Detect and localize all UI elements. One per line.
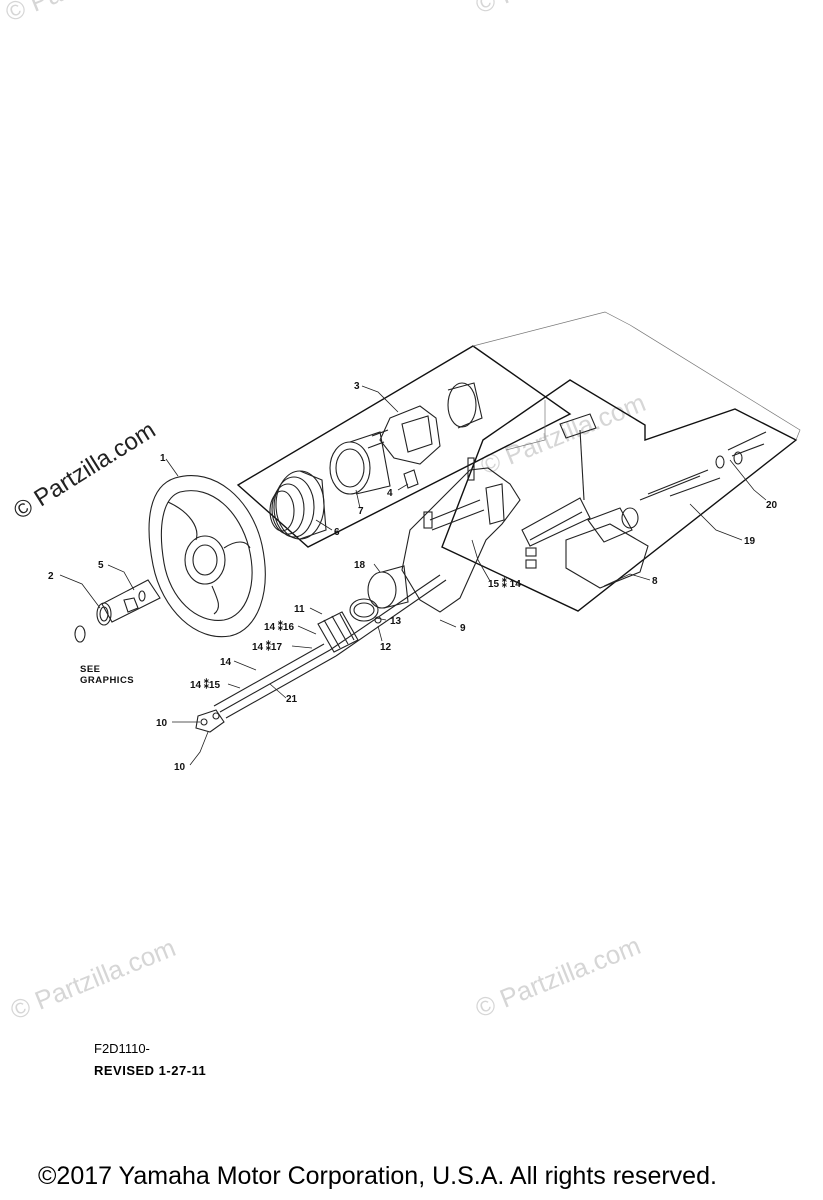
- revision-date: REVISED 1-27-11: [94, 1063, 207, 1078]
- callout-10-upper: 10: [156, 718, 168, 729]
- leader-lines: [59, 385, 767, 766]
- see-graphics-line-1: SEE: [80, 664, 101, 675]
- collar-and-clamp: [349, 565, 409, 624]
- helm-unit: [521, 413, 649, 589]
- callout-15-14: 15 ⁑ 14: [488, 577, 521, 590]
- column-bracket: [401, 457, 521, 613]
- connector-outline: [472, 311, 801, 441]
- steering-shaft: [213, 574, 447, 719]
- callout-4: 4: [387, 488, 393, 499]
- callout-6: 6: [334, 527, 340, 538]
- watermark-bottom-right: © Partzilla.com: [471, 930, 645, 1023]
- watermark-top-right: © Partzilla.com: [471, 0, 645, 20]
- callout-3: 3: [354, 381, 360, 392]
- callout-14-16: 14 ⁑16: [264, 620, 294, 633]
- steering-wheel: [148, 475, 266, 638]
- mounting-bolts: [639, 431, 767, 501]
- callout-9: 9: [460, 623, 466, 634]
- column-boot: [317, 611, 359, 653]
- callout-7: 7: [358, 506, 364, 517]
- copyright-notice: ©2017 Yamaha Motor Corporation, U.S.A. A…: [38, 1162, 717, 1190]
- callout-8: 8: [652, 576, 658, 587]
- callout-5: 5: [98, 560, 104, 571]
- watermark-bottom-left: © Partzilla.com: [6, 932, 180, 1025]
- callout-13: 13: [390, 616, 402, 627]
- callout-1: 1: [160, 453, 166, 464]
- callout-14: 14: [220, 657, 232, 668]
- callout-14-15: 14 ⁑15: [190, 678, 220, 691]
- frame-group-3: [236, 345, 572, 548]
- callout-19: 19: [744, 536, 756, 547]
- frame-group-8: [441, 379, 798, 612]
- column-cover: [329, 431, 391, 495]
- diagram-code: F2D1110-: [94, 1041, 150, 1056]
- tilt-mechanism: [367, 382, 483, 489]
- watermark-top-left: © Partzilla.com: [1, 0, 175, 28]
- callout-18: 18: [354, 560, 366, 571]
- watermark-mid: © Partzilla.com: [476, 387, 650, 480]
- see-graphics-line-2: GRAPHICS: [80, 675, 134, 686]
- callout-14-17: 14 ⁑17: [252, 640, 282, 653]
- callout-11: 11: [294, 604, 305, 615]
- callout-12: 12: [380, 642, 392, 653]
- callout-labels: 1 2 3 4 5 6 7 8 9 10 10 11 12 13 14 14 ⁑…: [48, 381, 778, 773]
- callout-21: 21: [286, 694, 298, 705]
- bellows-cover: [269, 470, 327, 540]
- universal-joint: [195, 709, 225, 733]
- callout-2: 2: [48, 571, 54, 582]
- hub-nut-assembly: [74, 579, 161, 643]
- see-graphics-note: SEE GRAPHICS: [80, 664, 134, 686]
- callout-10-lower: 10: [174, 762, 186, 773]
- watermark-main: © Partzilla.com: [9, 416, 160, 525]
- callout-20: 20: [766, 500, 778, 511]
